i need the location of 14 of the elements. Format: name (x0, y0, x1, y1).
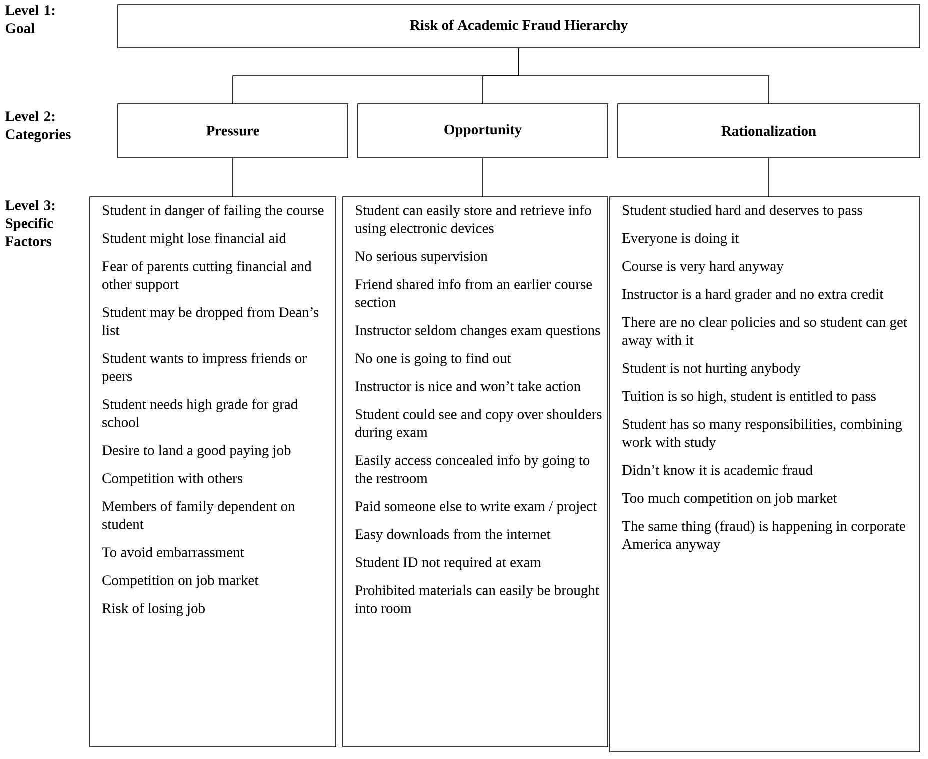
category-box: Rationalization (618, 104, 920, 158)
connector-line (482, 158, 484, 198)
goal-box: Risk of Academic Fraud Hierarchy (118, 4, 920, 48)
factor-list-box: Student can easily store and retrieve info using electronic devices No serious supervision Friend shared info from an earlier course section Instructor seldom changes exam questions No one is going to find out Instructor is nice and won’t take action Student could see and copy over shoulders during exam Easily access concealed info by going to the restroom Paid someone else to write exam / project Easy downloads from the internet Student ID not required at exam Prohibited materials can easily be brought into room (342, 196, 608, 748)
level-label: Level 3: Specific Factors (5, 200, 55, 246)
level-label: Level 1: Goal (5, 5, 55, 34)
category-box: Opportunity (358, 104, 608, 158)
factor-list-box: Student in danger of failing the course Student might lose financial aid Fear of parents cutting financial and other support Student may be dropped from Dean’s list Student wants to impress friends or peers Student needs high grade for grad school Desire to land a good paying job Competition with others Members of family dependent on student To avoid embarrassment Competition on job market Risk of losing job (90, 196, 336, 748)
category-box: Pressure (118, 104, 348, 158)
connector-line (232, 158, 234, 198)
level-label: Level 2: Categories (5, 111, 71, 142)
connector-line (768, 158, 770, 198)
connector-line (518, 48, 770, 104)
factor-list-box: Student studied hard and deserves to pass Everyone is doing it Course is very hard anyway Instructor is a hard grader and no extra credit There are no clear policies and so student can get away with it Student is not hurting anybody Tuition is so high, student is entitled to pass Student has so many responsibilities, combining work with study Didn’t know it is academic fraud Too much competition on job market The same thing (fraud) is happening in corporate America anyway (610, 196, 920, 752)
